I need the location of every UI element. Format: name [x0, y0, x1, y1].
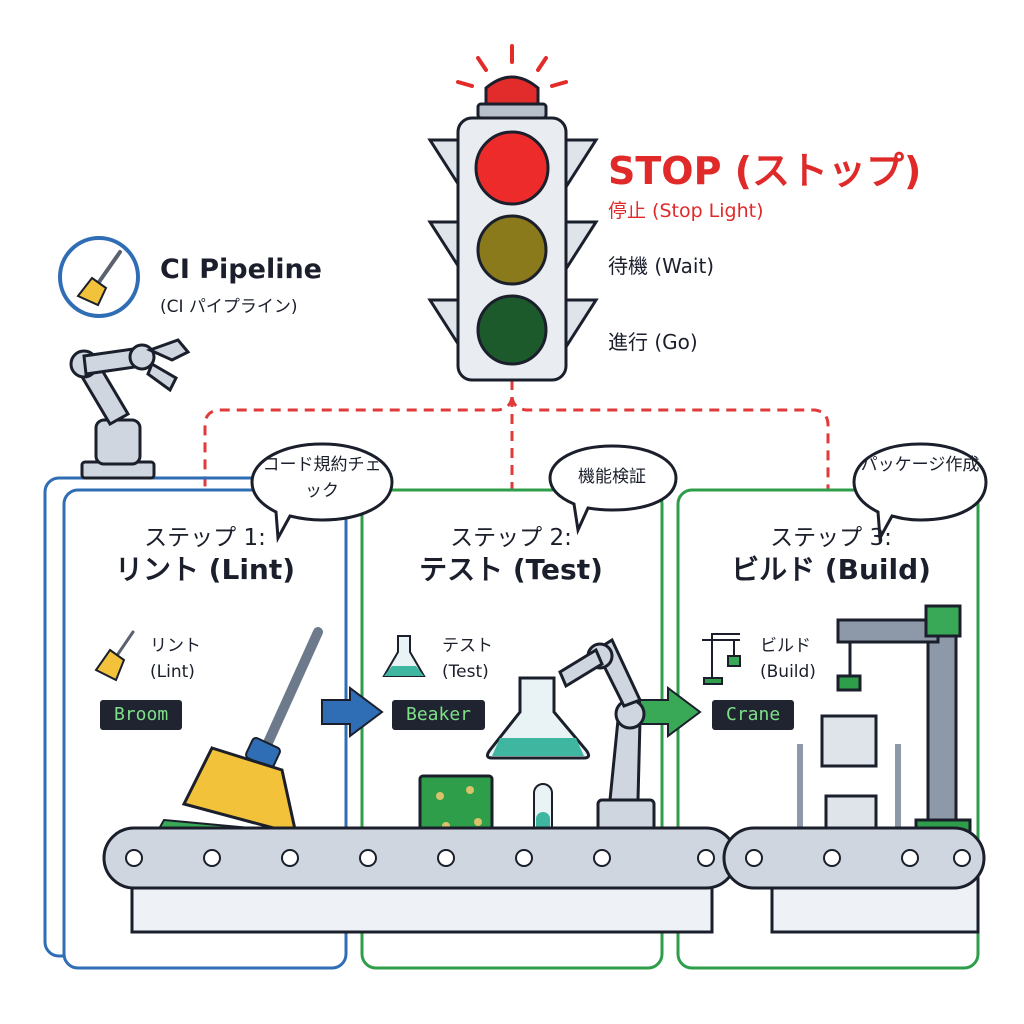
step3-crane-icon: [702, 633, 741, 685]
stop-title: STOP (ストップ): [608, 149, 922, 193]
step2-beaker-icon: [382, 635, 426, 677]
conveyor-belt-2: [722, 826, 986, 934]
traffic-light-icon: [427, 44, 599, 382]
step1-tool-label-ja: リント: [150, 636, 201, 656]
pipeline-broom-icon: [58, 236, 140, 318]
step1-name: リント (Lint): [114, 553, 296, 586]
step2-name: テスト (Test): [419, 553, 603, 586]
go-label: 進行 (Go): [608, 330, 698, 354]
conveyor-belt-1: [102, 826, 738, 934]
flask-robot-illustration: [485, 637, 656, 836]
pipeline-subtitle: (CI パイプライン): [160, 297, 298, 317]
step3-tool-label-ja: ビルド: [760, 636, 811, 656]
step3-bubble-text: パッケージ作成: [860, 455, 980, 475]
step1-broom-icon: [94, 630, 135, 682]
stop-subtitle: 停止 (Stop Light): [608, 200, 764, 222]
wait-label: 待機 (Wait): [608, 254, 715, 278]
arrow-step1-to-step2: [321, 686, 384, 738]
step3-tool-chip: Crane: [712, 700, 795, 730]
step1-number: ステップ 1:: [144, 525, 266, 551]
speech-bubbles: [250, 442, 988, 544]
step2-tool-label-en: (Test): [442, 662, 489, 682]
step2-tool-label-ja: テスト: [442, 636, 493, 656]
robot-arm-icon: [69, 338, 191, 480]
dashed-connectors: [203, 380, 830, 490]
step1-tool-chip: Broom: [100, 700, 183, 730]
arrow-step2-to-step3: [639, 686, 702, 738]
step3-tool-label-en: (Build): [760, 662, 816, 682]
step3-name: ビルド (Build): [731, 553, 931, 586]
step1-bubble-text: コード規約チェック: [262, 455, 382, 501]
pipeline-title: CI Pipeline: [160, 254, 322, 285]
step2-bubble-text: 機能検証: [578, 467, 646, 487]
step2-tool-chip: Beaker: [392, 700, 486, 730]
step2-number: ステップ 2:: [450, 525, 572, 551]
step1-tool-label-en: (Lint): [150, 662, 195, 682]
step3-number: ステップ 3:: [770, 525, 892, 551]
